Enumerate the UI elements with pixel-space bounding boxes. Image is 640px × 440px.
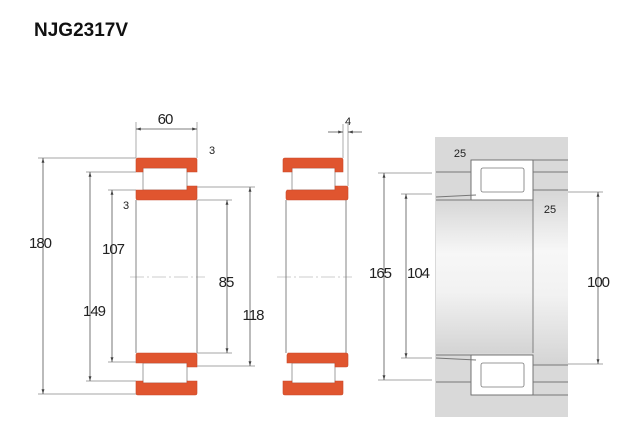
dim-axial-displacement-label: 4 [345, 116, 351, 128]
inner-ring-top [285, 185, 349, 201]
outer-ring-bottom [135, 380, 198, 396]
shaft [436, 200, 533, 353]
dim-outer-diameter-label: 180 [29, 235, 52, 252]
roller-bottom [142, 362, 188, 384]
roller-bottom [480, 362, 525, 388]
section-view: 4 [277, 116, 362, 396]
shaft-shoulder [533, 190, 568, 365]
dim-inner-shoulder-label: 118 [243, 307, 265, 324]
dim-shaft-a-label: 104 [407, 265, 430, 282]
roller-top [291, 167, 336, 191]
roller-top [480, 167, 525, 193]
outer-ring-top [135, 157, 198, 173]
inner-ring-top [135, 185, 198, 201]
fillet-shaft-label: 25 [544, 204, 556, 216]
mounting-view: 165 104 100 25 25 [369, 137, 611, 417]
fillet-housing-label: 25 [454, 148, 466, 160]
dim-housing-shoulder-label: 165 [369, 265, 392, 282]
chamfer-outer-label: 3 [209, 145, 215, 157]
dim-bore-label: 85 [219, 274, 234, 291]
page-title: NJG2317V [34, 20, 129, 41]
dim-outer-raceway-label: 149 [83, 303, 106, 320]
chamfer-inner-label: 3 [123, 200, 129, 212]
roller-top [142, 167, 188, 191]
bearing-view: 60 3 3 180 149 107 85 118 [29, 111, 265, 396]
dim-width-label: 60 [158, 111, 173, 128]
outer-ring-bottom [282, 380, 344, 396]
inner-ring-bottom [286, 352, 349, 368]
dim-inner-raceway-label: 107 [102, 241, 125, 258]
outer-ring-top [282, 157, 344, 173]
dim-shaft-b-label: 100 [587, 274, 610, 291]
roller-bottom [291, 362, 336, 384]
inner-ring-bottom [135, 352, 198, 368]
